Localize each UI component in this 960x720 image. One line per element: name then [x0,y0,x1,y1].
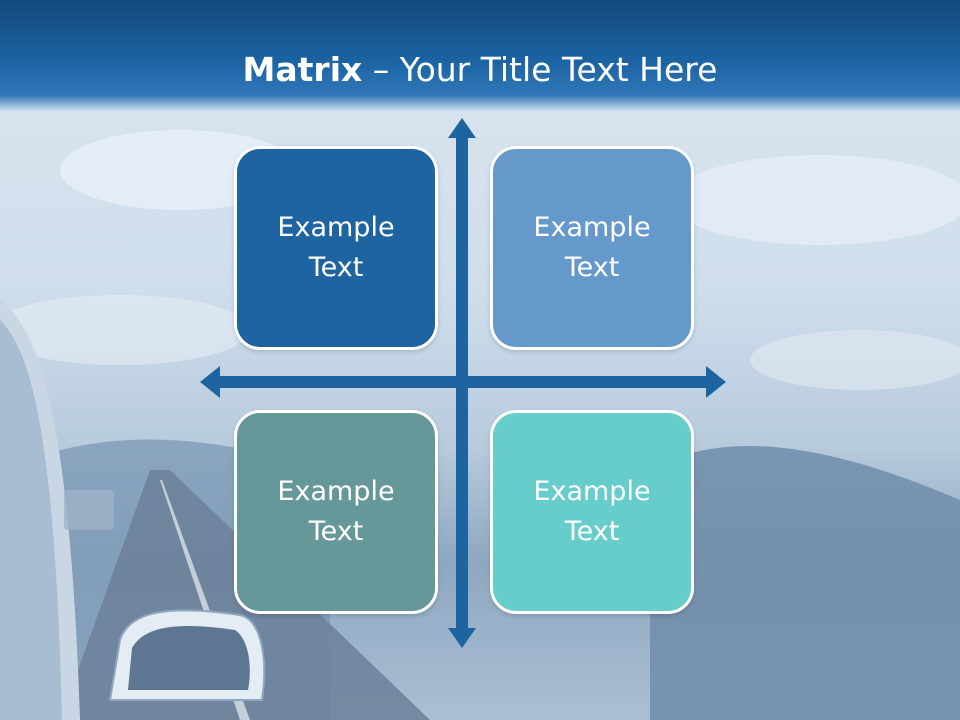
horizontal-axis-arrow [200,366,726,398]
box-text-bottom-left: Example Text [277,476,395,547]
box-text-top-right: Example Text [533,212,651,283]
title-bar [0,0,960,112]
matrix-box-top-right[interactable]: Example Text [490,146,694,350]
matrix-box-bottom-left[interactable]: Example Text [234,410,438,614]
box-text-top-left: Example Text [277,212,395,283]
slide-title: Matrix – Your Title Text Here [0,50,960,90]
title-bold-part: Matrix [242,50,363,89]
title-rest-part: – Your Title Text Here [362,50,718,89]
matrix-box-bottom-right[interactable]: Example Text [490,410,694,614]
box-text-bottom-right: Example Text [533,476,651,547]
matrix-box-top-left[interactable]: Example Text [234,146,438,350]
